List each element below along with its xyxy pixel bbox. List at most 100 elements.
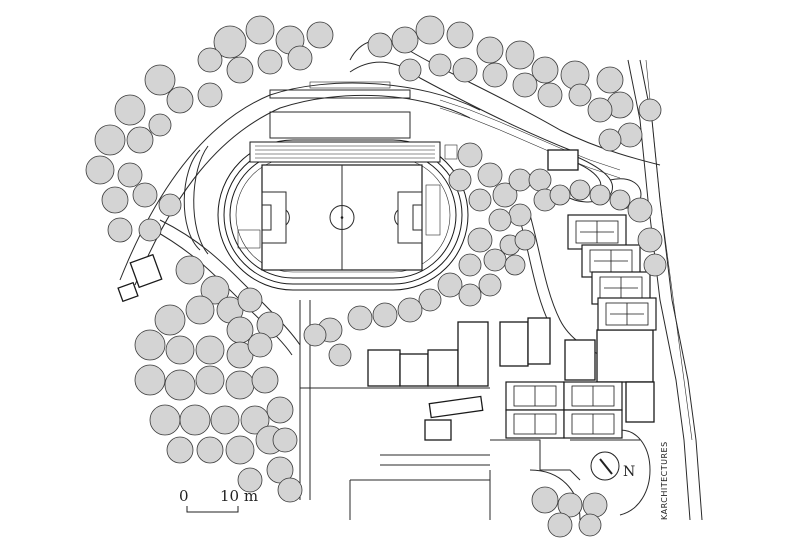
tree-canopy <box>149 404 181 436</box>
tree-canopy <box>643 253 667 277</box>
tree-canopy <box>179 404 211 436</box>
tree-canopy <box>398 58 422 82</box>
tree-canopy <box>287 45 313 71</box>
tree-canopy <box>226 56 254 84</box>
scale-bar: 0 10 m <box>179 487 258 513</box>
tree-canopy <box>347 305 373 331</box>
tree-canopy <box>272 427 298 453</box>
tree-canopy <box>637 227 663 253</box>
tree-canopy <box>266 396 294 424</box>
buildings <box>117 149 655 441</box>
tree-canopy <box>549 184 571 206</box>
tree-canopy <box>303 323 327 347</box>
tree-canopy <box>457 142 483 168</box>
tree-canopy <box>452 57 478 83</box>
tree-canopy <box>568 83 592 107</box>
tree-canopy <box>247 332 273 358</box>
tree-canopy <box>578 513 602 537</box>
main-grandstand <box>249 141 441 163</box>
tree-canopy <box>638 98 662 122</box>
tree-canopy <box>514 229 536 251</box>
tree-canopy <box>582 492 608 518</box>
tree-canopy <box>166 436 194 464</box>
tree-canopy <box>587 97 613 123</box>
tree-canopy <box>85 155 115 185</box>
tree-canopy <box>134 329 166 361</box>
tree-canopy <box>488 208 512 232</box>
tree-canopy <box>114 94 146 126</box>
tree-canopy <box>569 179 591 201</box>
scale-line <box>186 506 239 513</box>
tree-canopy <box>166 86 194 114</box>
tree-canopy <box>482 62 508 88</box>
tree-canopy <box>200 275 230 305</box>
tree-canopy <box>195 365 225 395</box>
tree-canopy <box>528 168 552 192</box>
tree-canopy <box>537 82 563 108</box>
tree-canopy <box>531 56 559 84</box>
tree-canopy <box>508 168 532 192</box>
court-8 <box>563 409 623 439</box>
tree-canopy <box>197 47 223 73</box>
tree-canopy <box>627 197 653 223</box>
tree-canopy <box>468 188 492 212</box>
court-4 <box>597 297 657 331</box>
tree-canopy <box>107 217 133 243</box>
tree-canopy <box>185 295 215 325</box>
tree-canopy <box>458 283 482 307</box>
tree-canopy <box>257 49 283 75</box>
tree-canopy <box>210 405 240 435</box>
tree-canopy <box>391 26 419 54</box>
tree-canopy <box>277 477 303 503</box>
tennis-courts <box>505 214 657 439</box>
north-arrow-icon: N <box>590 451 635 481</box>
tree-canopy <box>467 227 493 253</box>
tree-canopy <box>596 66 624 94</box>
tree-canopy <box>446 21 474 49</box>
tree-canopy <box>492 182 518 208</box>
tree-canopy <box>251 366 279 394</box>
tree-canopy <box>508 203 532 227</box>
tree-canopy <box>101 186 129 214</box>
tree-canopy <box>197 82 223 108</box>
tree-canopy <box>306 21 334 49</box>
tree-canopy <box>328 343 352 367</box>
tree-canopy <box>126 126 154 154</box>
tree-canopy <box>428 53 452 77</box>
tree-canopy <box>144 64 176 96</box>
tree-canopy <box>138 218 162 242</box>
tree-canopy <box>504 254 526 276</box>
tree-canopy <box>512 72 538 98</box>
tree-canopy <box>367 32 393 58</box>
scale-label-start: 0 <box>179 487 189 505</box>
tree-canopy <box>589 184 611 206</box>
tree-canopy <box>476 36 504 64</box>
tree-canopy <box>458 253 482 277</box>
tree-canopy <box>557 492 583 518</box>
tree-canopy <box>237 467 263 493</box>
tree-canopy <box>531 486 559 514</box>
tree-canopy <box>609 189 631 211</box>
tree-canopy <box>478 273 502 297</box>
tree-canopy <box>418 288 442 312</box>
north-label: N <box>623 464 635 480</box>
tree-canopy <box>94 124 126 156</box>
tree-canopy <box>213 25 247 59</box>
tree-canopy <box>245 15 275 45</box>
court-7 <box>505 409 565 439</box>
tree-canopy <box>132 182 158 208</box>
court-6 <box>563 381 623 411</box>
scale-label-end: 10 m <box>220 487 258 505</box>
tree-canopy <box>397 297 423 323</box>
tree-canopy <box>372 302 398 328</box>
tree-canopy <box>134 364 166 396</box>
trees <box>85 15 667 538</box>
tree-canopy <box>175 255 205 285</box>
tree-canopy <box>164 369 196 401</box>
credit-text: KARCHITECTURES <box>660 441 669 520</box>
tree-canopy <box>437 272 463 298</box>
tree-canopy <box>195 335 225 365</box>
tree-canopy <box>598 128 622 152</box>
tree-canopy <box>117 162 143 188</box>
